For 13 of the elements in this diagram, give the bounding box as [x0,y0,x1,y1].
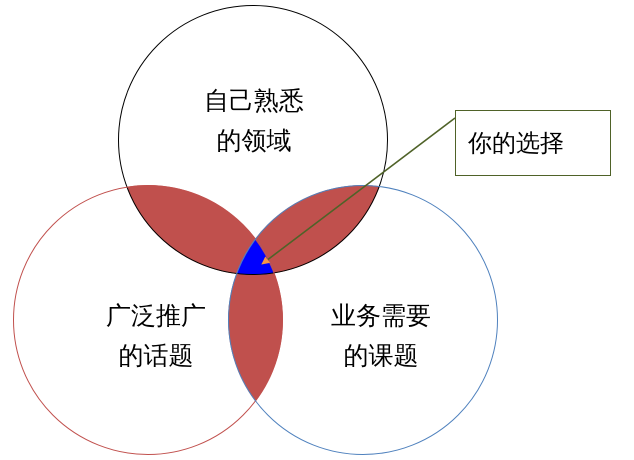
overlap-region [228,273,283,402]
overlap-region [256,185,380,274]
circle [13,185,283,455]
circle [228,185,498,455]
label: 你的选择 [468,128,564,159]
label: 业务需要的课题 [330,300,432,372]
overlap-region [236,238,275,275]
text-box [455,110,611,176]
leader-line [261,117,456,265]
label: 广泛推广的话题 [105,300,207,372]
overlap-region [126,185,256,274]
label: 自己熟悉的领域 [203,85,305,157]
circle [118,5,388,275]
